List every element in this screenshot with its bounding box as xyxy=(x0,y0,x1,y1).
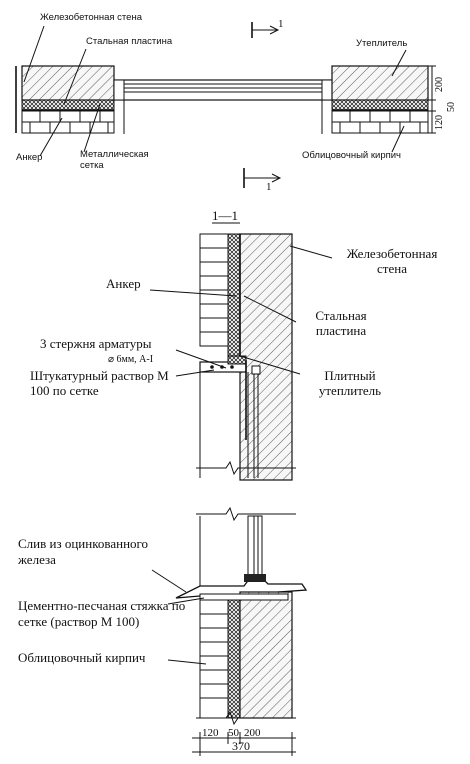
section-label-steel-plate-box: Стальная пластина xyxy=(315,308,367,338)
plan-label-concrete-wall: Железобетонная стена xyxy=(40,12,143,23)
plan-label-steel-plate: Стальная пластина xyxy=(86,36,173,47)
section-view: 1—1 xyxy=(18,208,438,756)
section-dim-200: 200 xyxy=(244,727,261,739)
section-lower-leaders xyxy=(151,569,207,665)
plan-view: 1 xyxy=(15,12,457,193)
plan-dimensions: 200 50 120 xyxy=(428,65,457,134)
section-dim-total: 370 xyxy=(232,739,250,753)
cut-mark-bottom: 1 xyxy=(243,168,282,193)
plan-window-frame xyxy=(113,79,333,134)
section-leaders xyxy=(149,245,333,377)
section-label-slab-insulation-box: Плитный утеплитель xyxy=(318,368,382,398)
section-dim-120: 120 xyxy=(202,727,219,739)
section-label-facing-brick: Облицовочный кирпич xyxy=(18,650,146,665)
plan-right-bricks xyxy=(331,110,429,134)
break-line-lower xyxy=(196,506,296,522)
section-label-rebar-spec: ⌀ 6мм, A-I xyxy=(108,354,153,365)
section-window-frame xyxy=(199,365,261,478)
cut-mark-bottom-label: 1 xyxy=(266,181,272,193)
section-label-plaster-box: Штукатурный раствор М 100 по сетке xyxy=(30,368,169,398)
section-label-sill-box: Слив из оцинкованного железа xyxy=(18,536,149,567)
section-concrete-wall xyxy=(239,233,293,481)
section-lower-insulation xyxy=(227,595,241,719)
section-lower-concrete xyxy=(239,591,293,719)
section-label-anchor: Анкер xyxy=(106,276,141,291)
plan-left-bricks xyxy=(21,110,115,134)
cut-mark-top-label: 1 xyxy=(278,18,284,30)
section-label-plaster: Штукатурный раствор М 100 по сетке xyxy=(30,368,169,398)
section-title: 1—1 xyxy=(212,208,238,223)
section-label-steel-plate: Стальная пластина xyxy=(315,308,367,338)
section-upper-bricks xyxy=(199,233,229,347)
plan-dim-120: 120 xyxy=(434,115,445,130)
section-label-concrete-wall: Железобетонная стена xyxy=(346,246,438,276)
break-line-upper xyxy=(196,460,296,476)
break-line-bottom xyxy=(196,710,296,726)
section-label-screed: Цементно-песчаная стяжка по сетке (раств… xyxy=(18,598,186,629)
plan-label-mesh-box: Металлическая сетка xyxy=(80,149,149,171)
section-dimensions: 120 50 200 370 xyxy=(192,727,296,756)
section-label-concrete-wall-box: Железобетонная стена xyxy=(346,246,438,276)
plan-label-insulation: Утеплитель xyxy=(356,38,407,49)
section-screed xyxy=(199,593,289,601)
section-dim-50: 50 xyxy=(228,727,240,739)
plan-dim-50: 50 xyxy=(446,102,457,112)
plan-label-facing-brick-box: Облицовочный кирпич xyxy=(302,150,402,161)
section-label-rebar: 3 стержня арматуры xyxy=(40,336,152,351)
plan-label-anchor: Анкер xyxy=(16,152,42,163)
plan-left-wall xyxy=(15,65,115,134)
section-label-sill: Слив из оцинкованного железа xyxy=(18,536,149,567)
section-lintel xyxy=(199,355,247,440)
section-label-slab-insulation: Плитный утеплитель xyxy=(318,368,382,398)
plan-right-wall xyxy=(331,65,429,134)
plan-dim-200: 200 xyxy=(434,77,445,92)
section-label-screed-box: Цементно-песчаная стяжка по сетке (раств… xyxy=(18,598,186,629)
plan-label-facing-brick: Облицовочный кирпич xyxy=(302,150,402,161)
plan-leaders xyxy=(23,25,407,157)
section-lower-bricks xyxy=(199,599,229,719)
cut-mark-top: 1 xyxy=(251,18,284,38)
plan-label-mesh: Металлическая сетка xyxy=(80,149,149,171)
